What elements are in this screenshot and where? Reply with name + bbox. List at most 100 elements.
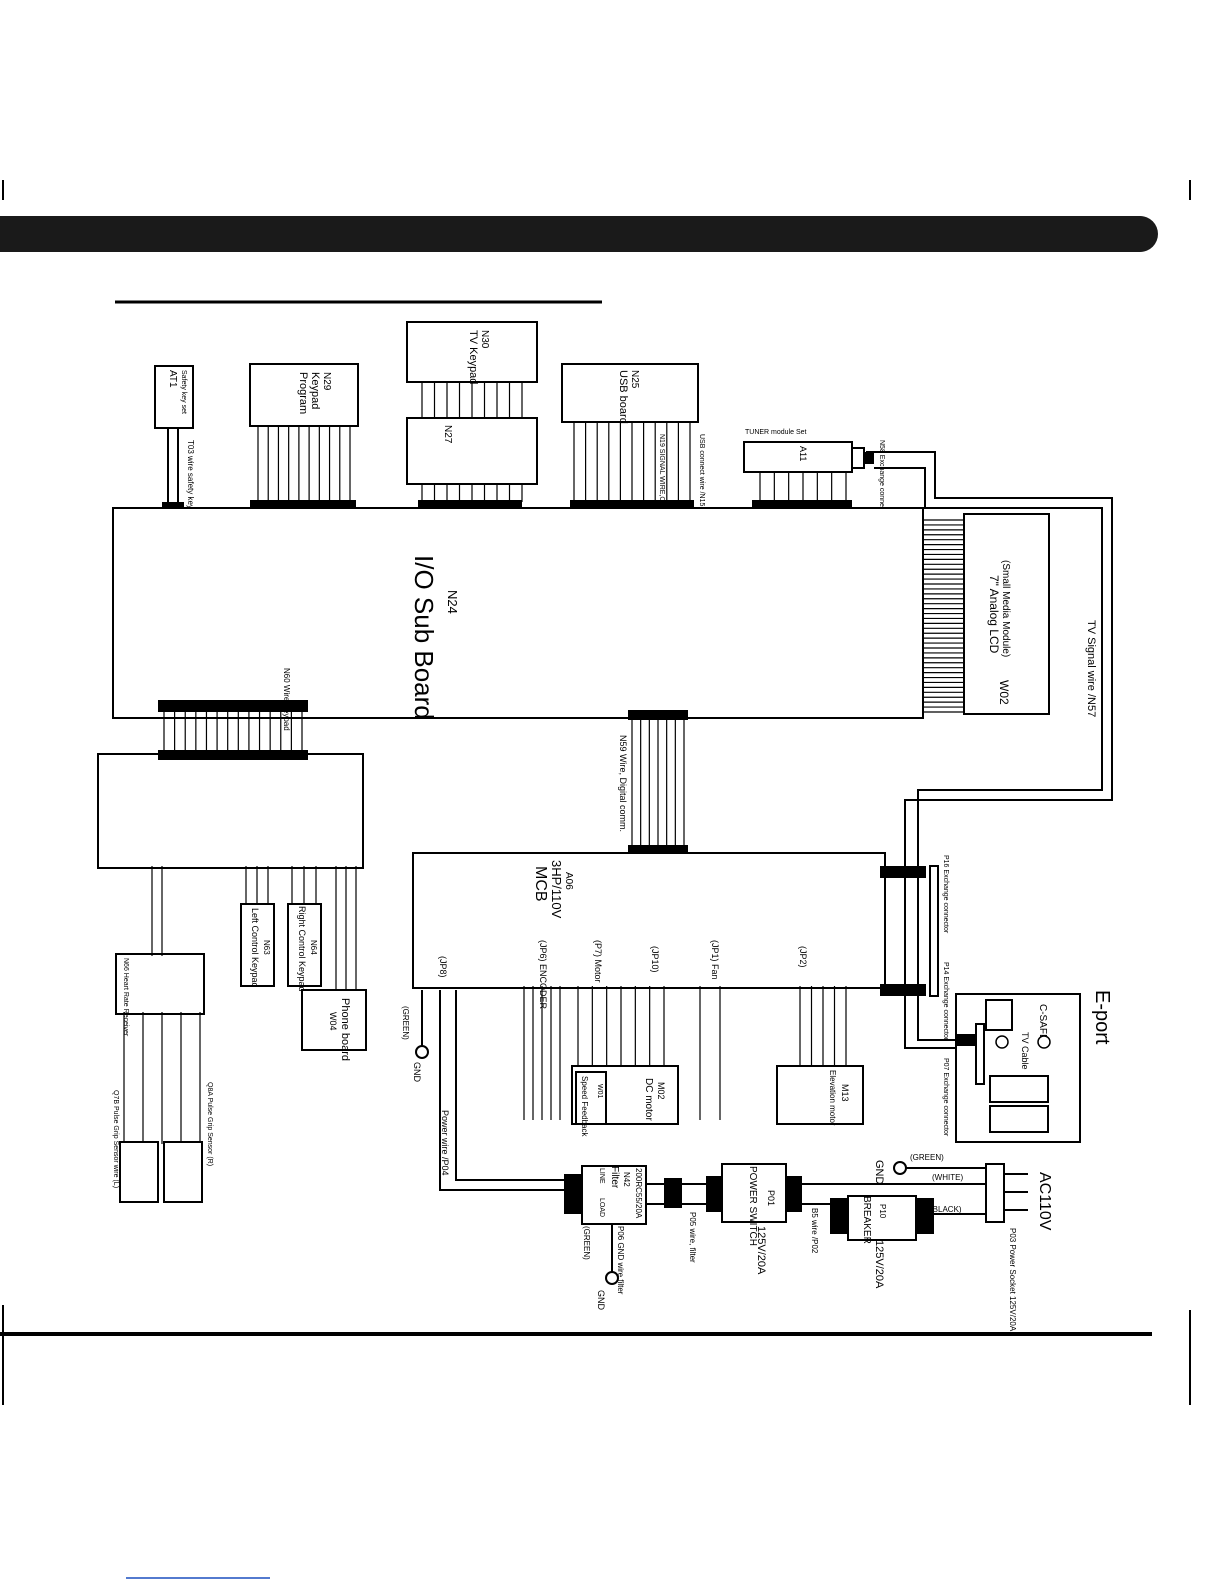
mcb-ref: A06 — [563, 872, 574, 890]
phone-board-ref: W04 — [328, 1012, 338, 1031]
safety-key-sub: Safety key set — [180, 370, 187, 414]
t03-label: T03 wire safety key — [186, 440, 195, 509]
tv-cable-label: TV Cable — [1020, 1032, 1030, 1070]
transition-board — [97, 753, 364, 869]
n27-box — [406, 417, 538, 485]
mcb-sub: 3HP/110V — [549, 860, 564, 919]
tuner-name: TUNER module Set — [745, 429, 807, 436]
dc-motor-ref: M02 — [656, 1082, 666, 1100]
filter-load: LOAD — [598, 1198, 605, 1217]
lcd-box — [963, 513, 1050, 715]
tuner-ref: A11 — [798, 446, 808, 461]
usb-wire-label: USB connect wire /N15 — [698, 434, 705, 506]
tv-keypad-box — [406, 321, 538, 383]
right-keypad-name: Right Control Keypad — [297, 906, 307, 992]
heart-rate-box — [115, 953, 205, 1015]
tv-signal-label: TV Signal wire /N57 — [1085, 620, 1097, 717]
breaker-name: BREAKER — [861, 1196, 872, 1244]
heart-rate-label: N66 Heart Rate Receiver — [122, 958, 129, 1037]
breaker-rating: 125V/20A — [873, 1240, 885, 1289]
speed-feedback-box — [575, 1071, 607, 1125]
power-switch-name: POWER SWITCH — [747, 1166, 758, 1246]
n60-label: N60 Wire,Keypad — [282, 668, 291, 731]
filter-line: LINE — [598, 1168, 605, 1184]
filter-box — [581, 1165, 647, 1225]
program-keypad-box — [249, 363, 359, 427]
ac-plug — [985, 1163, 1005, 1223]
eport-name: E-port — [1091, 990, 1113, 1045]
jp8-label: (JP8) — [438, 956, 448, 978]
breaker-ref: P10 — [878, 1204, 887, 1219]
filter-ref: N42 — [622, 1172, 631, 1187]
power-wire-label: Power wire /P04 — [440, 1110, 450, 1176]
csafe-label: C-SAFE — [1037, 1004, 1048, 1041]
filter-rating: 200RC55/20A — [634, 1168, 643, 1219]
n19-label: N19 SIGNAL WIRE,CHRONO — [658, 434, 665, 528]
ground-symbol — [415, 1045, 429, 1059]
green-ac-label: (GREEN) — [910, 1153, 944, 1162]
mcb-board — [412, 852, 886, 989]
safety-key-label: AT1 — [167, 370, 178, 388]
elevation-motor-ref: M13 — [840, 1084, 850, 1102]
tuner-box — [743, 441, 853, 473]
header-bar — [0, 216, 1158, 252]
safety-key-box — [154, 365, 194, 429]
speed-feedback-ref: W01 — [596, 1084, 603, 1099]
power-switch-ref: P01 — [766, 1190, 776, 1206]
left-keypad-ref: N63 — [262, 940, 271, 955]
phone-board-name: Phone board — [339, 998, 351, 1061]
lcd-name: 7" Analog LCD — [987, 575, 1001, 654]
filter-name: Filter — [609, 1166, 620, 1189]
program-keypad-ref: N29 — [321, 372, 332, 391]
lcd-sub: (Small Media Module) — [1000, 560, 1011, 657]
p05-label: P05 wire, filter — [688, 1212, 697, 1263]
green-label: (GREEN) — [401, 1006, 410, 1040]
b5-label: B5 wire /P02 — [810, 1208, 819, 1254]
gnd-ac-label: GND — [873, 1160, 885, 1185]
dc-motor-name: DC motor — [643, 1078, 654, 1121]
n27-ref: N27 — [442, 425, 453, 444]
mcb-name: MCB — [532, 866, 549, 902]
p16-label: P16 Exchange connector — [942, 855, 949, 934]
phone-board-box — [301, 989, 367, 1051]
speed-feedback-name: Speed Feedback — [580, 1076, 589, 1137]
p14-label: P14 Exchange connector — [942, 962, 949, 1041]
io-sub-board — [112, 507, 924, 719]
program-keypad-name: Program — [297, 372, 309, 414]
power-switch-box — [721, 1163, 787, 1223]
n58-label: N58 Exchange connector — [878, 440, 885, 519]
jp10-label: (JP10) — [650, 946, 660, 973]
usb-board-name: USB board — [617, 370, 629, 424]
power-switch-rating: 125V/20A — [755, 1226, 767, 1275]
elevation-motor-name: Elevation motor — [828, 1070, 837, 1126]
ac-socket: P03 Power Socket 125V/20A — [1008, 1228, 1017, 1332]
io-board-ref: N24 — [445, 590, 460, 614]
n59-label: N59 Wire, Digital comm. — [618, 735, 628, 832]
green-filter-label: (GREEN) — [582, 1226, 591, 1260]
usb-board-box — [561, 363, 699, 423]
left-keypad-box — [240, 903, 275, 987]
tv-keypad-ref: N30 — [479, 330, 490, 349]
encoder-label: (JP6) ENCODER — [538, 940, 548, 1010]
black-label: (BLACK) — [930, 1205, 962, 1214]
gnd-label: GND — [412, 1062, 422, 1083]
fan-label: (JP1) Fan — [710, 940, 720, 980]
gnd-filter-label: GND — [596, 1290, 606, 1311]
usb-board-ref: N25 — [629, 370, 640, 389]
right-keypad-ref: N64 — [309, 940, 318, 955]
jp2-label: (JP2) — [798, 946, 808, 968]
left-keypad-name: Left Control Keypad — [250, 908, 260, 988]
grip-b-label: Q7B Pulse Grip Sensor wire (L) — [112, 1090, 119, 1188]
program-keypad-sub: Keypad — [309, 372, 321, 409]
motor-label: (P7) Motor — [593, 940, 603, 983]
grip-a-label: Q8A Pulse Grip Sensor (R) — [206, 1082, 213, 1166]
p07-label: P07 Exchange connector — [942, 1058, 949, 1137]
white-label: (WHITE) — [932, 1173, 963, 1182]
p06-label: P06 GND wire filter — [616, 1226, 625, 1295]
tv-keypad-name: TV Keypad — [467, 330, 479, 384]
tv-signal-wire — [866, 451, 1113, 990]
right-keypad-box — [287, 903, 322, 987]
lcd-ref: W02 — [997, 680, 1011, 705]
io-board-name: I/O Sub Board — [409, 555, 439, 720]
